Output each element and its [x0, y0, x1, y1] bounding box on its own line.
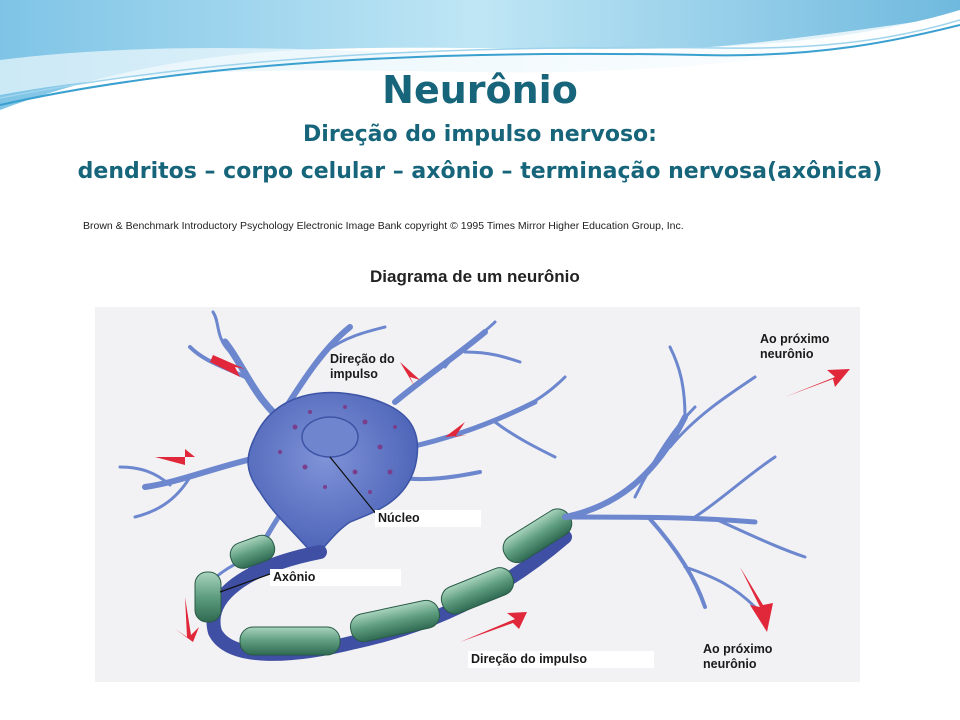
- label-direcao-impulso-bottom: Direção do impulso: [468, 651, 654, 668]
- neuron-diagram: [118, 310, 850, 661]
- label-ao-proximo-top: Ao próximo neurônio: [760, 332, 829, 362]
- slide-subtitle-sequence: dendritos – corpo celular – axônio – ter…: [77, 159, 883, 184]
- slide-title: Neurônio: [382, 68, 578, 112]
- leader-lines: [219, 456, 378, 593]
- slide-subtitle: Direção do impulso nervoso:: [303, 122, 657, 147]
- label-direcao-line2: impulso: [330, 367, 378, 381]
- label-nucleo: Núcleo: [375, 510, 481, 527]
- label-proximo-top-line1: Ao próximo: [760, 332, 830, 346]
- label-proximo-top-line2: neurônio: [760, 347, 814, 361]
- label-ao-proximo-bottom: Ao próximo neurônio: [703, 642, 772, 672]
- decorative-wave-header: [0, 0, 960, 110]
- label-proximo-bottom-line2: neurônio: [703, 657, 757, 671]
- arrow-into-dendrite-4: [155, 449, 195, 465]
- myelin-sheath: [194, 508, 573, 656]
- nissl-bodies: [278, 405, 397, 494]
- arrow-next-neuron-bottom: [740, 567, 773, 632]
- arrow-axon-down: [175, 597, 199, 642]
- figure-title: Diagrama de um neurônio: [370, 267, 580, 286]
- label-direcao-line1: Direção do: [330, 352, 395, 366]
- arrow-into-dendrite-3: [445, 422, 467, 437]
- label-proximo-bottom-line1: Ao próximo: [703, 642, 773, 656]
- nucleus: [301, 416, 359, 458]
- label-direcao-impulso-top: Direção do impulso: [330, 352, 395, 382]
- arrow-next-neuron-top: [785, 369, 850, 397]
- impulse-arrows: [155, 355, 850, 642]
- diagram-panel: Direção do impulso Núcleo Axônio Direção…: [95, 307, 860, 682]
- axon-terminals: [562, 345, 807, 609]
- axon: [194, 508, 573, 661]
- arrow-into-dendrite-2: [400, 362, 420, 387]
- neuron-figure: Brown & Benchmark Introductory Psycholog…: [75, 212, 885, 690]
- label-axonio: Axônio: [270, 569, 401, 586]
- cell-body: [247, 391, 419, 559]
- arrow-into-dendrite-1: [210, 355, 245, 377]
- figure-copyright: Brown & Benchmark Introductory Psycholog…: [83, 220, 684, 232]
- arrow-impulse-bottom: [460, 612, 527, 642]
